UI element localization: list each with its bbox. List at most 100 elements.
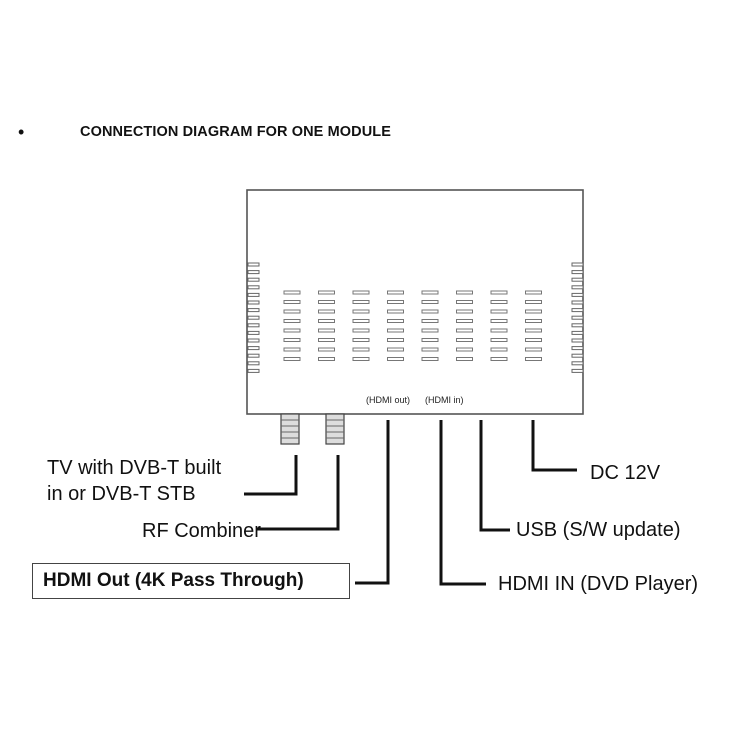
vent-slot <box>247 308 260 313</box>
vent-slot <box>490 347 508 352</box>
vent-slot <box>571 330 584 335</box>
vent-slot <box>387 338 404 342</box>
vent-slot <box>525 319 542 323</box>
vent-slot <box>571 262 584 267</box>
vent-slot <box>283 300 301 304</box>
vent-slot <box>490 338 508 342</box>
rf-connector-right <box>325 413 345 445</box>
vent-slot <box>490 290 508 295</box>
rf-connector-left <box>280 413 300 445</box>
vent-slot <box>490 309 508 314</box>
vent-slot <box>318 357 335 361</box>
top-vents <box>283 290 542 361</box>
vent-slot <box>352 319 370 323</box>
vent-slot <box>456 309 473 314</box>
vent-slot <box>247 353 260 358</box>
vent-slot <box>571 270 584 275</box>
vent-slot <box>247 330 260 335</box>
vent-slot <box>490 357 508 361</box>
vent-slot <box>247 368 260 373</box>
vent-slot <box>421 347 439 352</box>
hdmi-in-leader <box>439 420 486 586</box>
vent-slot <box>525 309 542 314</box>
vent-slot <box>318 347 335 352</box>
vent-slot <box>318 328 335 333</box>
vent-slot <box>525 347 542 352</box>
vent-slot <box>387 319 404 323</box>
vent-slot <box>571 368 584 373</box>
vent-slot <box>571 308 584 313</box>
vent-slot <box>283 357 301 361</box>
dc-leader <box>531 420 577 472</box>
vent-slot <box>247 262 260 267</box>
vent-slot <box>490 319 508 323</box>
vent-slot <box>571 338 584 343</box>
vent-slot <box>387 347 404 352</box>
vent-slot <box>318 309 335 314</box>
bullet: • <box>18 122 25 142</box>
hdmi-out-label: HDMI Out (4K Pass Through) <box>43 570 304 591</box>
vent-slot <box>247 292 260 297</box>
side-vents <box>247 262 584 373</box>
vent-slot <box>318 319 335 323</box>
vent-slot <box>571 353 584 358</box>
vent-slot <box>571 361 584 366</box>
vent-slot <box>318 290 335 295</box>
vent-slot <box>318 300 335 304</box>
vent-slot <box>247 323 260 328</box>
vent-slot <box>525 300 542 304</box>
vent-slot <box>247 315 260 320</box>
rf-leader <box>257 455 340 531</box>
hdmi-in-port-label: (HDMI in) <box>425 395 464 405</box>
tv-label-line1: TV with DVB-T built <box>47 457 222 479</box>
vent-slot <box>283 338 301 342</box>
dc-label: DC 12V <box>590 462 661 484</box>
vent-slot <box>525 328 542 333</box>
vent-slot <box>421 328 439 333</box>
vent-slot <box>490 300 508 304</box>
vent-slot <box>352 338 370 342</box>
vent-slot <box>421 290 439 295</box>
vent-slot <box>352 328 370 333</box>
vent-slot <box>387 309 404 314</box>
vent-slot <box>387 357 404 361</box>
vent-slot <box>352 290 370 295</box>
vent-slot <box>571 277 584 282</box>
vent-slot <box>247 361 260 366</box>
vent-slot <box>456 328 473 333</box>
usb-leader <box>479 420 510 532</box>
vent-slot <box>525 357 542 361</box>
vent-slot <box>571 315 584 320</box>
vent-slot <box>456 338 473 342</box>
vent-slot <box>571 346 584 351</box>
vent-slot <box>352 347 370 352</box>
vent-slot <box>456 300 473 304</box>
vent-slot <box>525 338 542 342</box>
vent-slot <box>571 285 584 290</box>
vent-slot <box>247 277 260 282</box>
vent-slot <box>283 309 301 314</box>
vent-slot <box>525 290 542 295</box>
vent-slot <box>571 323 584 328</box>
vent-slot <box>283 290 301 295</box>
vent-slot <box>421 357 439 361</box>
diagram-title: CONNECTION DIAGRAM FOR ONE MODULE <box>80 124 392 140</box>
vent-slot <box>352 300 370 304</box>
vent-slot <box>456 290 473 295</box>
hdmi-out-leader <box>355 420 390 585</box>
vent-slot <box>283 319 301 323</box>
vent-slot <box>387 328 404 333</box>
vent-slot <box>421 309 439 314</box>
tv-label-line2: in or DVB-T STB <box>47 483 196 505</box>
vent-slot <box>283 328 301 333</box>
usb-label: USB (S/W update) <box>516 519 681 541</box>
vent-slot <box>352 309 370 314</box>
vent-slot <box>571 300 584 305</box>
vent-slot <box>387 290 404 295</box>
vent-slot <box>456 319 473 323</box>
vent-slot <box>283 347 301 352</box>
vent-slot <box>421 319 439 323</box>
hdmi-out-box: HDMI Out (4K Pass Through) <box>32 563 350 599</box>
vent-slot <box>352 357 370 361</box>
